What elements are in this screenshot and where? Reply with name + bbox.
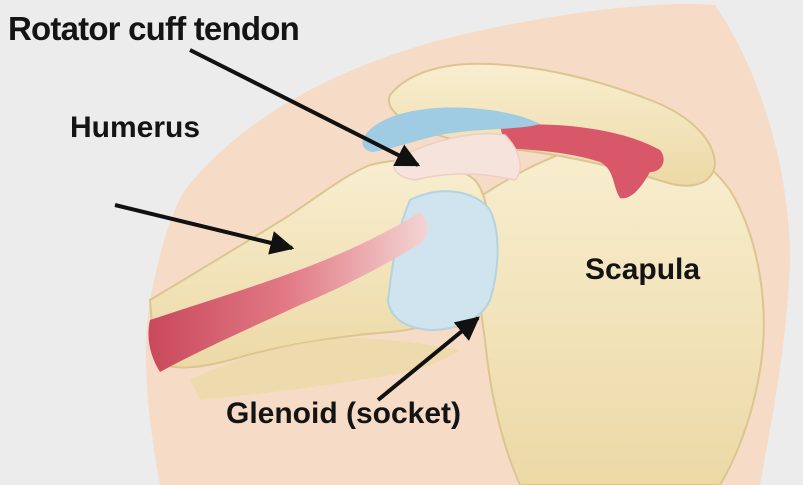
- humerus-lower-edge: [190, 338, 460, 400]
- supraspinatus-muscle: [500, 124, 664, 199]
- bursa: [362, 107, 540, 152]
- rotator-cuff-tendon: [393, 132, 521, 181]
- humerus-arrow: [114, 203, 295, 255]
- label-humerus: Humerus: [70, 111, 201, 144]
- label-rotator-cuff-tendon: Rotator cuff tendon: [8, 10, 300, 47]
- label-glenoid: Glenoid (socket): [226, 397, 462, 430]
- glenoid-arrow: [376, 316, 480, 402]
- label-scapula: Scapula: [585, 253, 701, 286]
- glenoid-cartilage: [386, 190, 499, 332]
- rotator-cuff-arrow: [189, 48, 421, 167]
- biceps-muscle: [148, 212, 428, 372]
